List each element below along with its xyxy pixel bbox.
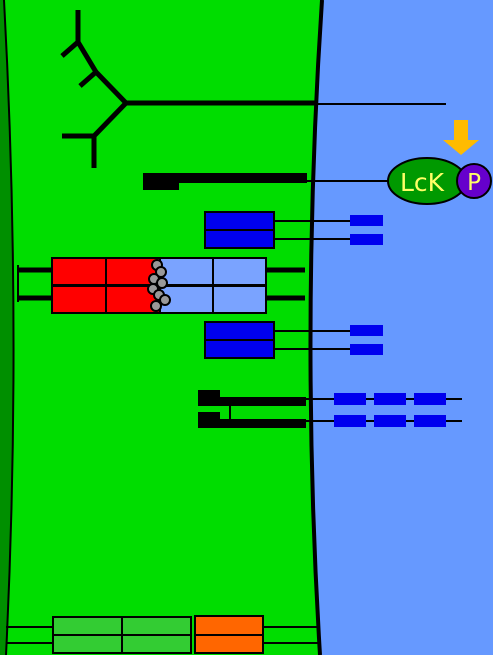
blue-receptor-upper-chain-b: [204, 229, 275, 249]
phosphate-label: P: [467, 170, 481, 196]
cell-body: [0, 0, 322, 655]
itam-motif-a-3: [414, 393, 446, 405]
itam-motif-a-1: [334, 393, 366, 405]
itam-motif-b-1: [334, 415, 366, 427]
lck-kinase: LcK P: [387, 157, 492, 205]
down-arrow-icon: [443, 120, 479, 155]
cell-membrane: [308, 0, 324, 655]
green-chain-a-2: [121, 616, 192, 636]
orange-chain-a: [194, 615, 264, 636]
left-membrane: [3, 0, 15, 655]
blue-receptor-lower: [204, 321, 383, 359]
itam-motif-b-2: [374, 415, 406, 427]
light-chain-a-2: [212, 257, 267, 286]
blue-receptor-lower-chain-b: [204, 339, 275, 359]
bottom-receptor: [6, 615, 318, 654]
phosphate-group: [456, 163, 492, 199]
blue-receptor-lower-motif-a: [350, 325, 383, 336]
light-chain-a-1: [159, 257, 214, 286]
branched-glycoprotein-icon: [60, 10, 316, 168]
itam-bar-a: [198, 397, 306, 406]
molecule-cluster-icon: [147, 259, 171, 312]
lck-label: LcK: [400, 168, 445, 197]
itam-motif-a-2: [374, 393, 406, 405]
green-chain-b-1: [52, 634, 123, 654]
itam-receptor: [198, 390, 462, 428]
itam-bar-b: [198, 419, 306, 428]
green-chain-a-1: [52, 616, 123, 636]
green-chain-b-2: [121, 634, 192, 654]
blue-receptor-upper: [204, 211, 383, 249]
red-complex: [17, 257, 305, 314]
red-chain-a-1: [51, 257, 107, 286]
light-chain-b-2: [212, 285, 267, 314]
blue-receptor-upper-motif-b: [350, 234, 383, 245]
lck-receptor-bar: [143, 173, 307, 183]
lck-receptor: [143, 173, 390, 190]
red-chain-b-1: [51, 285, 107, 314]
orange-chain-b: [194, 634, 264, 654]
blue-receptor-lower-chain-a: [204, 321, 275, 341]
itam-motif-b-3: [414, 415, 446, 427]
blue-receptor-lower-motif-b: [350, 344, 383, 355]
blue-receptor-upper-chain-a: [204, 211, 275, 231]
blue-receptor-upper-motif-a: [350, 215, 383, 226]
